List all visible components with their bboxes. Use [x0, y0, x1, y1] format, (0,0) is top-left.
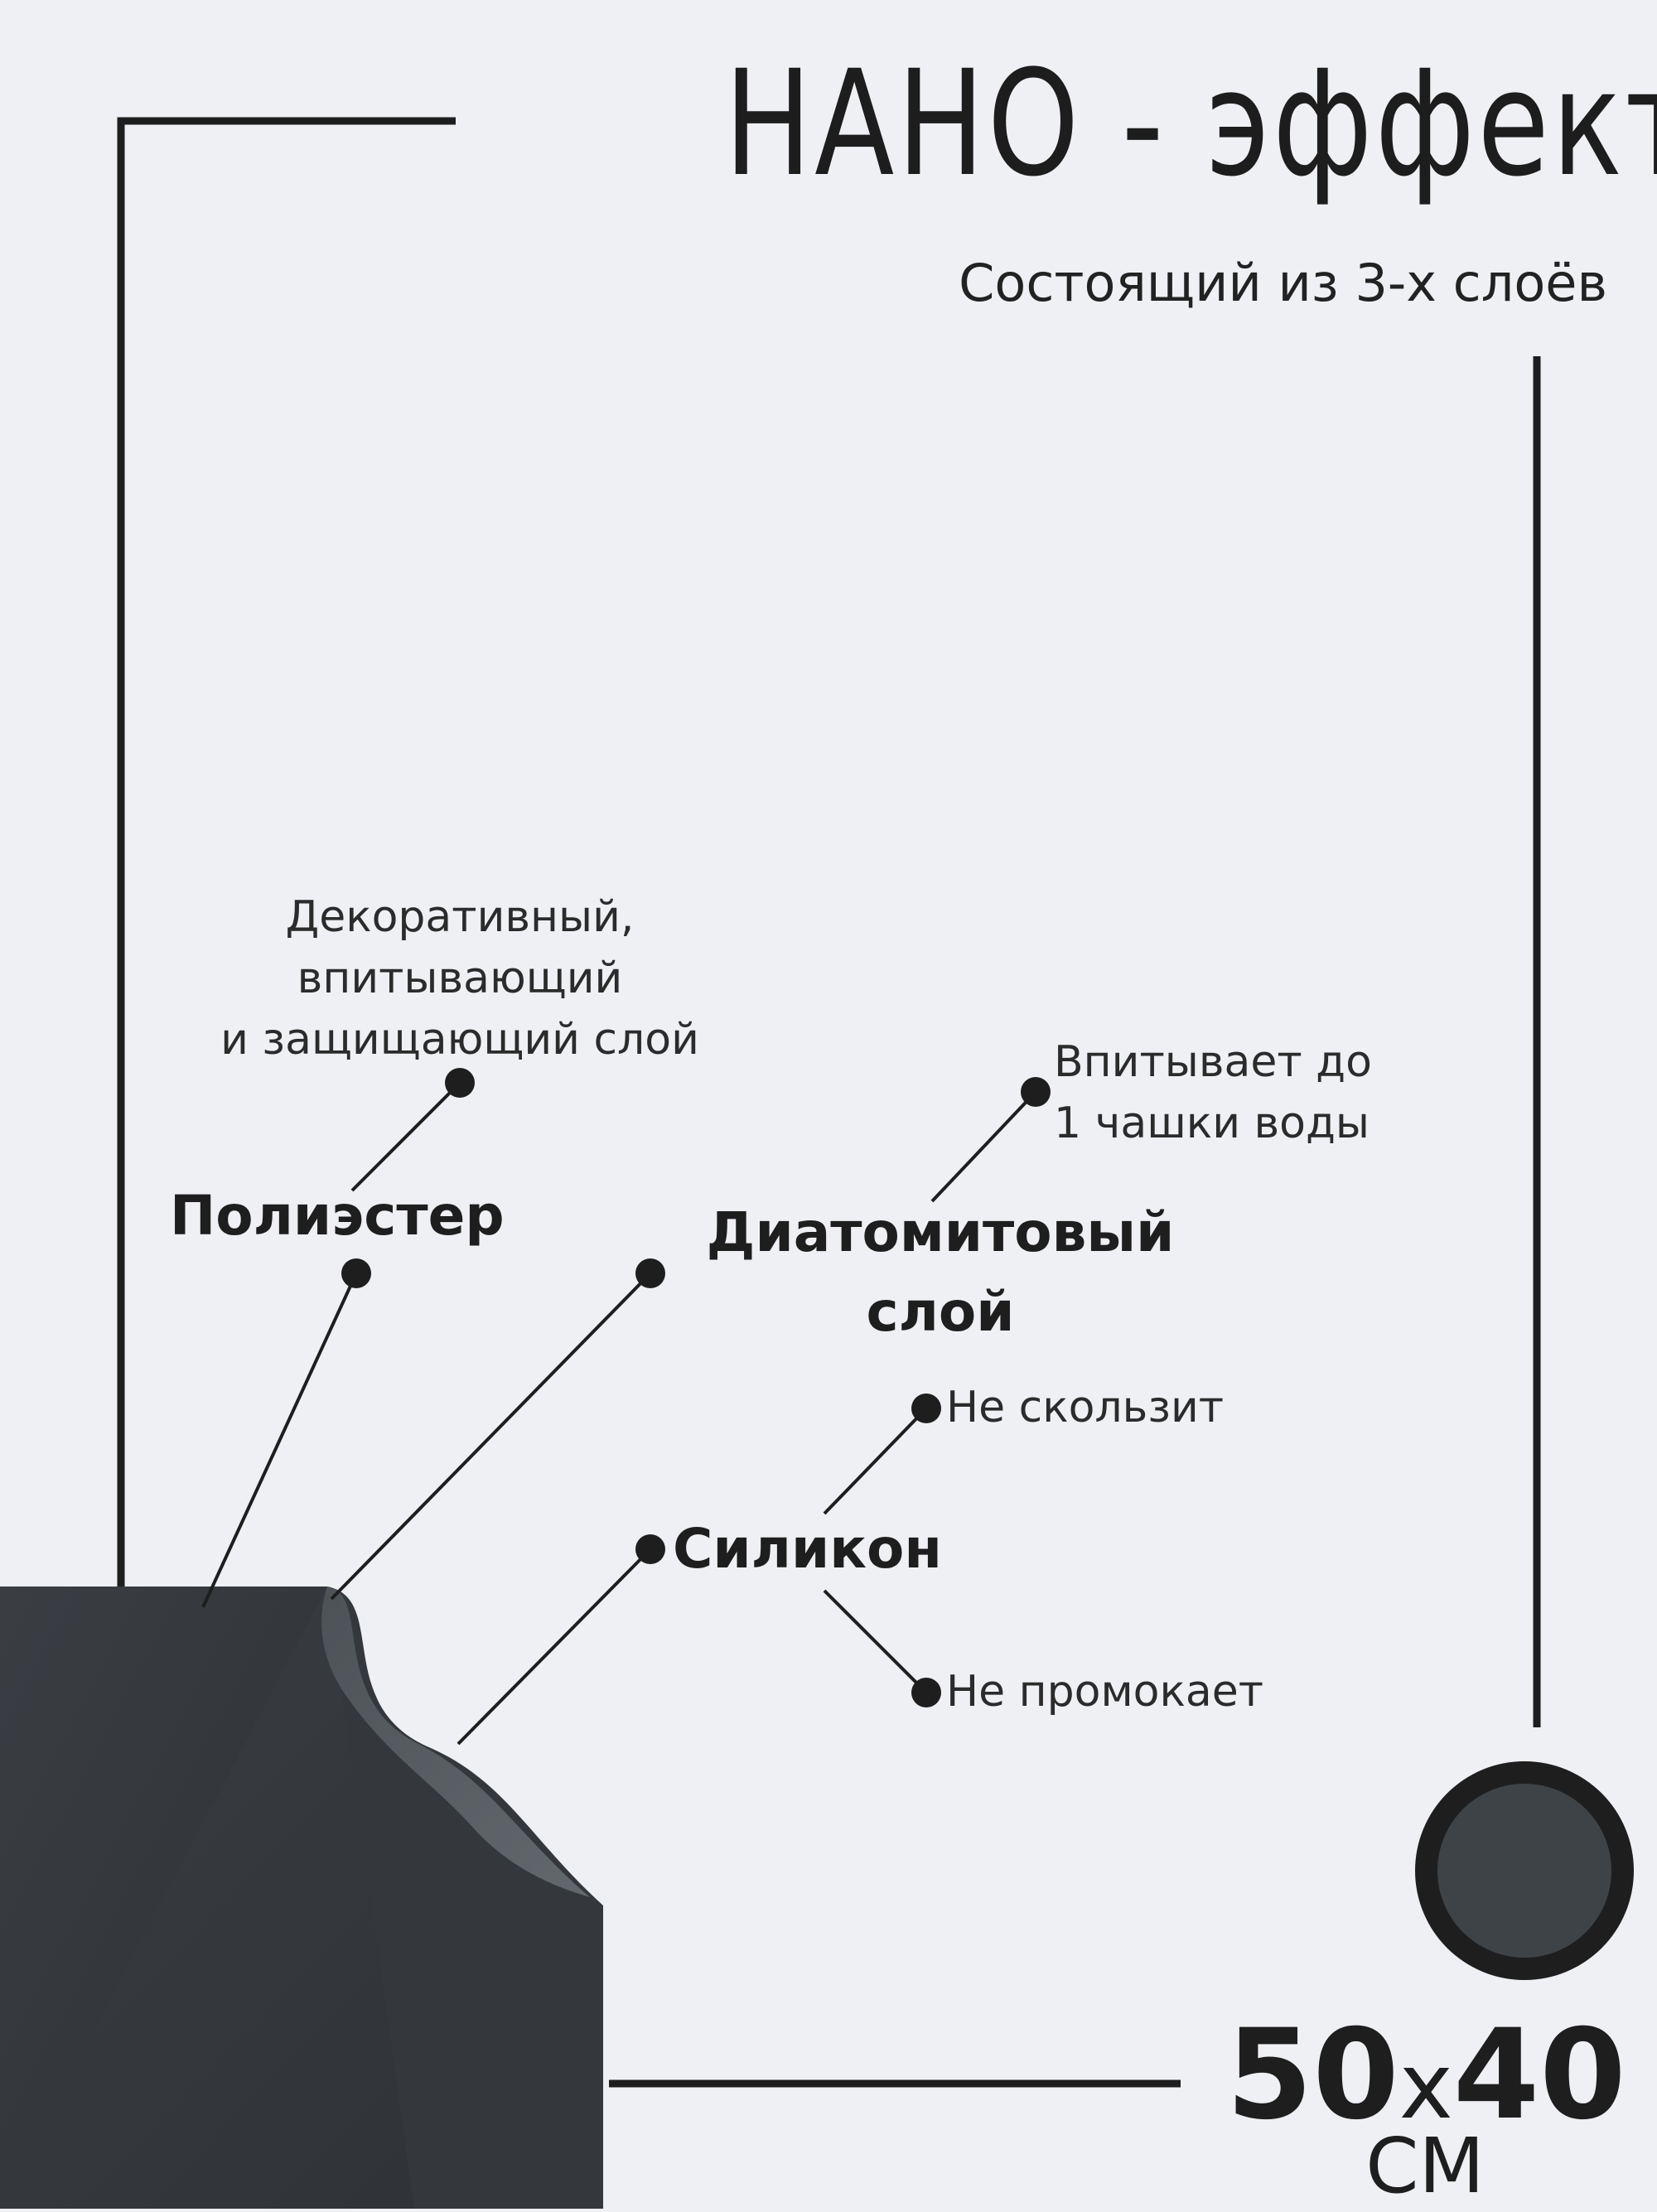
leader-silicone-mat [457, 1548, 652, 1746]
silicone-label: Силикон [673, 1517, 943, 1581]
diatomite-label: Диатомитовый слой [675, 1193, 1205, 1352]
page-subtitle: Состоящий из 3-х слоёв [959, 253, 1607, 313]
dot-polyester [341, 1258, 371, 1288]
size-value: 50x40 [1226, 2003, 1626, 2156]
dot-silicone [635, 1534, 665, 1564]
polyester-note-line: впитывающий [297, 954, 623, 1003]
dot-silicone-note-2 [911, 1678, 941, 1707]
page-title: НАНО - эффект [724, 39, 1657, 209]
leader-silicone-note-1 [823, 1407, 928, 1515]
color-swatch-inner [1437, 1784, 1611, 1958]
leader-diatomite-note [930, 1090, 1037, 1203]
leader-silicone-note-2 [823, 1589, 928, 1694]
diatomite-note-line: 1 чашки воды [1054, 1099, 1370, 1148]
frame-line-left [117, 117, 456, 1599]
size-unit: СМ [1365, 2122, 1485, 2210]
size-height: 40 [1452, 2003, 1626, 2147]
polyester-note-line: Декоративный, [285, 892, 635, 942]
dot-silicone-note-1 [911, 1393, 941, 1423]
silicone-note-non-slip: Не скользит [946, 1383, 1225, 1432]
dot-diatomite [635, 1258, 665, 1288]
polyester-note: Декоративный, впитывающий и защищающий с… [191, 886, 729, 1070]
size-width: 50 [1226, 2003, 1399, 2147]
diatomite-note: Впитывает до 1 чашки воды [1054, 1031, 1372, 1154]
mat-illustration [0, 1587, 603, 2209]
polyester-note-line: и защищающий слой [220, 1015, 699, 1065]
polyester-label: Полиэстер [170, 1184, 505, 1248]
diatomite-note-line: Впитывает до [1054, 1037, 1372, 1087]
leader-diatomite-mat [330, 1272, 652, 1601]
diatomite-label-line: Диатомитовый [706, 1200, 1175, 1264]
dot-polyester-note [445, 1068, 475, 1098]
dot-diatomite-note [1021, 1077, 1051, 1107]
diatomite-label-line: слой [866, 1280, 1015, 1344]
leader-polyester-mat [201, 1273, 358, 1608]
size-separator: x [1399, 2033, 1453, 2139]
silicone-note-waterproof: Не промокает [946, 1667, 1264, 1717]
leader-polyester-note [350, 1081, 461, 1192]
